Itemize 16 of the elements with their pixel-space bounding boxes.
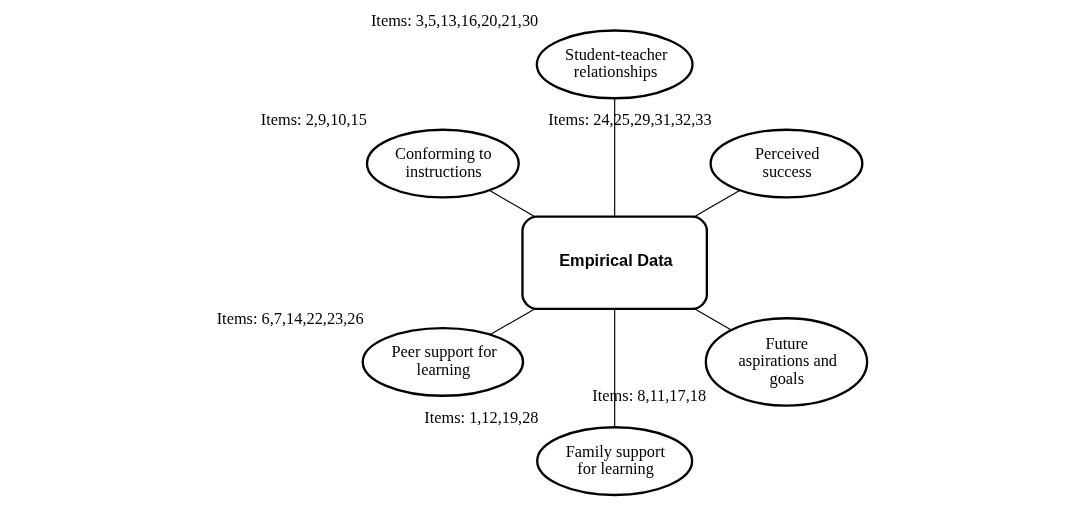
node-label: Items: 3,5,13,16,20,21,30 [370,11,539,31]
node-label: Items: 6,7,14,22,23,26 [216,308,364,328]
node-ellipse: Perceived success [709,128,864,199]
node-ellipse: Peer support for learning [361,326,525,397]
connector [693,189,741,218]
connector [488,189,536,218]
connector [614,308,616,428]
connector [614,97,616,217]
node-ellipse: Student-teacher relationships [535,29,694,100]
node-label: Items: 1,12,19,28 [424,407,539,427]
node-box: Empirical Data [521,215,709,310]
node-label: Items: 2,9,10,15 [260,110,367,130]
connector [693,308,732,331]
node-ellipse: Family support for learning [536,426,694,497]
connector [489,308,536,336]
node-ellipse: Conforming to instructions [365,128,520,199]
